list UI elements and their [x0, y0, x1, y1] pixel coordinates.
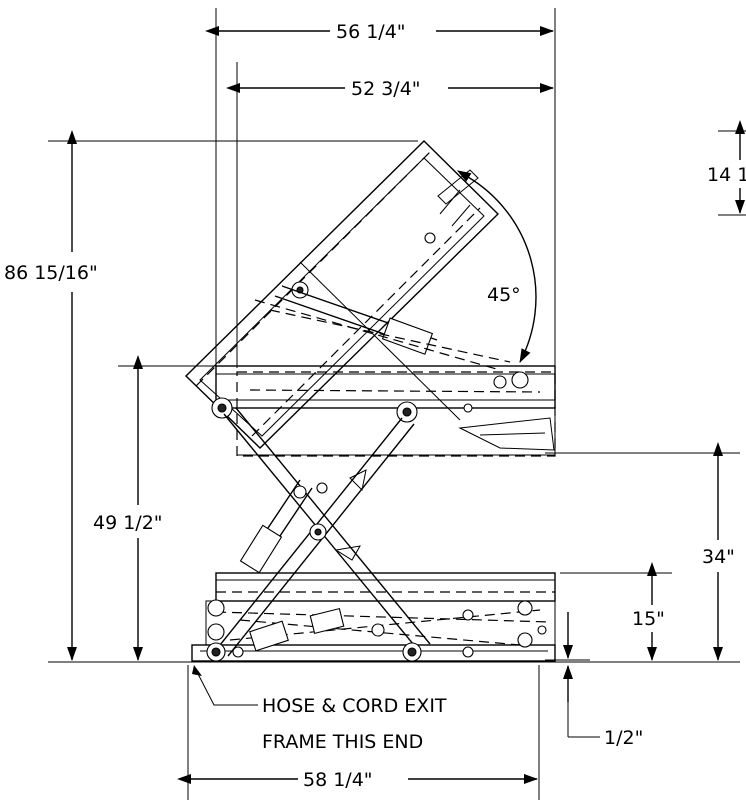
dim-mid-height: 34"	[545, 442, 740, 661]
dim-label-overall-width-top: 56 1/4"	[336, 21, 406, 43]
dim-raised-height: 49 1/2"	[93, 355, 218, 661]
dim-label-platform-width: 52 3/4"	[351, 78, 421, 100]
hose-exit-callout: HOSE & CORD EXIT FRAME THIS END	[192, 665, 447, 753]
tilt-cylinder	[254, 285, 511, 371]
dim-max-tilt-height: 86 15/16"	[4, 130, 418, 661]
tilt-angle-indicator: 45°	[456, 170, 537, 363]
hose-exit-note-line2: FRAME THIS END	[262, 731, 423, 753]
dim-label-tilt-angle: 45°	[487, 284, 521, 306]
tilted-platform	[184, 140, 499, 449]
base-frame	[191, 572, 556, 662]
dim-label-lowered-height: 15"	[632, 608, 665, 630]
dim-base-clearance: 1/2"	[545, 612, 643, 749]
hose-exit-note-line1: HOSE & CORD EXIT	[262, 695, 447, 717]
dim-overall-width-top: 56 1/4"	[205, 8, 556, 455]
scissor-arms	[215, 407, 431, 657]
dim-label-base-length: 58 1/4"	[303, 769, 373, 791]
dim-base-length: 58 1/4"	[177, 665, 540, 800]
dim-label-raised-height: 49 1/2"	[93, 512, 163, 534]
dim-label-max-tilt-height: 86 15/16"	[4, 262, 98, 284]
dim-lowered-height: 15"	[560, 562, 672, 661]
dim-label-base-clearance: 1/2"	[604, 727, 643, 749]
dim-platform-width: 52 3/4"	[226, 62, 554, 368]
upper-platform	[211, 365, 556, 457]
dim-label-tilt-height-partial: 14 1	[707, 164, 746, 186]
dim-tilt-height-partial: 14 1	[707, 120, 746, 216]
dim-label-mid-height: 34"	[702, 546, 735, 568]
